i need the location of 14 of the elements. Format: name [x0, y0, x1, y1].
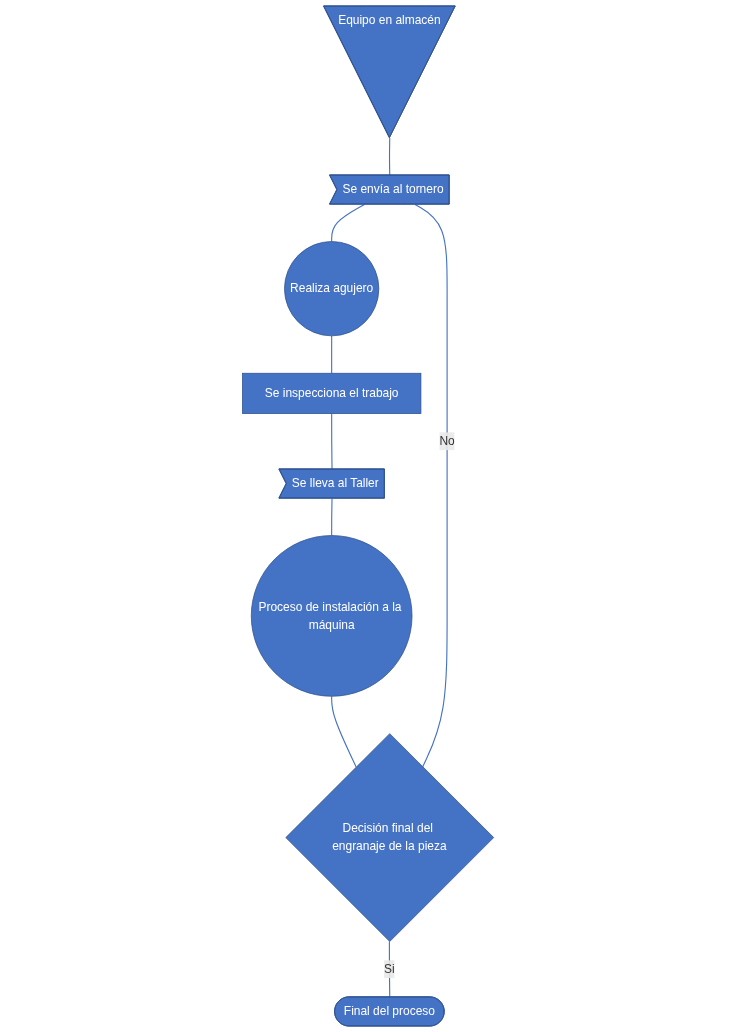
node-box: Se inspecciona el trabajo [241, 372, 422, 414]
connector [331, 203, 365, 243]
node-circle: Proceso de instalación a la máquina [250, 535, 413, 697]
connector [388, 137, 391, 176]
node-circle: Realiza agujero [284, 241, 380, 337]
connector [388, 940, 391, 998]
connector [414, 203, 448, 768]
connector [331, 695, 357, 768]
node-diamond: Decisión final del engranaje de la pieza [285, 733, 494, 942]
connector [331, 335, 333, 374]
edge-label: Si [384, 962, 395, 976]
connector [331, 497, 333, 537]
edge-label: No [439, 434, 455, 448]
connector [331, 413, 333, 470]
